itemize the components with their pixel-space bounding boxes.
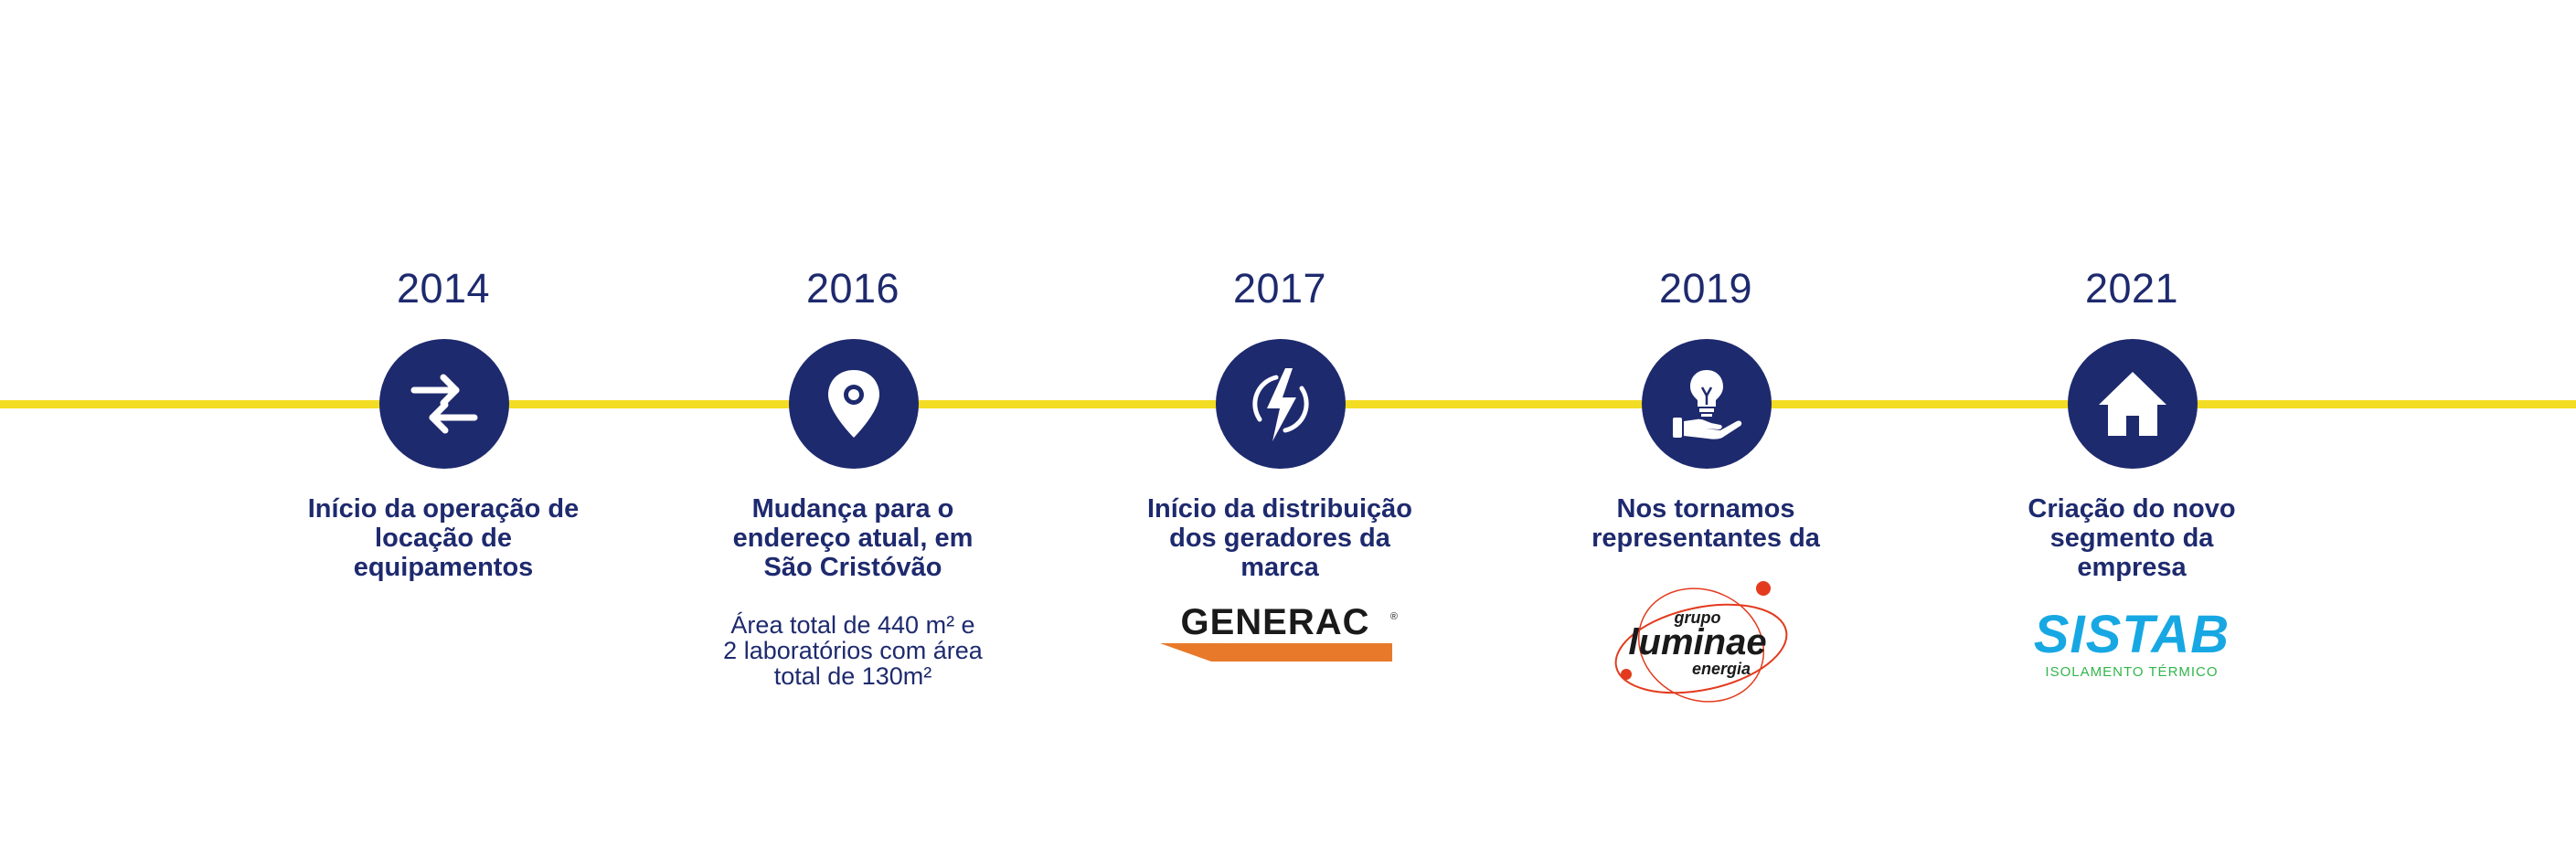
- description-line: marca: [1240, 553, 1319, 582]
- milestone-description: Início da distribuição dos geradores da …: [1088, 494, 1472, 582]
- arrows-exchange-icon: [410, 374, 478, 434]
- svg-text:grupo: grupo: [1674, 609, 1721, 627]
- milestone-icon-circle: [1216, 339, 1346, 469]
- note-line: 2 laboratórios com área: [723, 637, 983, 664]
- milestone-icon-circle: [1642, 339, 1772, 469]
- house-icon: [2099, 372, 2166, 436]
- lightning-bolt-icon: [1252, 368, 1309, 441]
- svg-text:GENERAC: GENERAC: [1180, 603, 1369, 642]
- svg-text:energia: energia: [1692, 660, 1751, 678]
- note-line: total de 130m²: [773, 662, 932, 690]
- description-line: Início da distribuição: [1146, 494, 1413, 524]
- sistab-logo: SISTAB ISOLAMENTO TÉRMICO: [1940, 605, 2324, 692]
- description-line: representantes da: [1591, 524, 1820, 553]
- milestone-note: Área total de 440 m² e 2 laboratórios co…: [688, 612, 1017, 689]
- description-line: Criação do novo: [2028, 494, 2236, 524]
- description-line: Início da operação de: [307, 494, 580, 524]
- milestone-icon-circle: [2068, 339, 2198, 469]
- description-line: empresa: [2077, 553, 2187, 582]
- svg-text:®: ®: [1390, 611, 1398, 622]
- milestone-icon-circle: [379, 339, 509, 469]
- svg-text:SISTAB: SISTAB: [2034, 609, 2230, 664]
- note-line: Área total de 440 m² e: [730, 611, 975, 639]
- milestone-description: Nos tornamos representantes da: [1514, 494, 1898, 553]
- description-line: Nos tornamos: [1616, 494, 1795, 524]
- svg-text:luminae: luminae: [1628, 622, 1766, 662]
- milestone-description: Criação do novo segmento da empresa: [1940, 494, 2324, 582]
- luminae-logo: grupo luminae energia: [1514, 576, 1898, 717]
- generac-logo-graphic: GENERAC ®: [1160, 602, 1398, 662]
- milestone-icon-circle: [789, 339, 919, 469]
- hand-lightbulb-icon: [1673, 370, 1742, 439]
- description-line: segmento da: [2049, 524, 2214, 553]
- milestone-year: 2019: [1658, 265, 1753, 312]
- description-line: São Cristóvão: [763, 553, 942, 582]
- sistab-logo-graphic: SISTAB ISOLAMENTO TÉRMICO: [2034, 605, 2230, 680]
- generac-logo: GENERAC ®: [1088, 602, 1472, 668]
- description-line: equipamentos: [353, 553, 534, 582]
- description-line: locação de: [375, 524, 512, 553]
- description-line: dos geradores da: [1169, 524, 1390, 553]
- milestone-year: 2014: [396, 265, 491, 312]
- milestone-description: Início da operação de locação de equipam…: [251, 494, 635, 582]
- milestone-year: 2016: [805, 265, 900, 312]
- luminae-logo-graphic: grupo luminae energia: [1614, 581, 1788, 703]
- milestone-year: 2021: [2084, 265, 2179, 312]
- svg-text:ISOLAMENTO TÉRMICO: ISOLAMENTO TÉRMICO: [2045, 664, 2218, 680]
- milestone-year: 2017: [1232, 265, 1327, 312]
- description-line: endereço atual, em: [732, 524, 974, 553]
- milestone-description: Mudança para o endereço atual, em São Cr…: [661, 494, 1045, 582]
- location-pin-icon: [828, 370, 879, 438]
- description-line: Mudança para o: [751, 494, 954, 524]
